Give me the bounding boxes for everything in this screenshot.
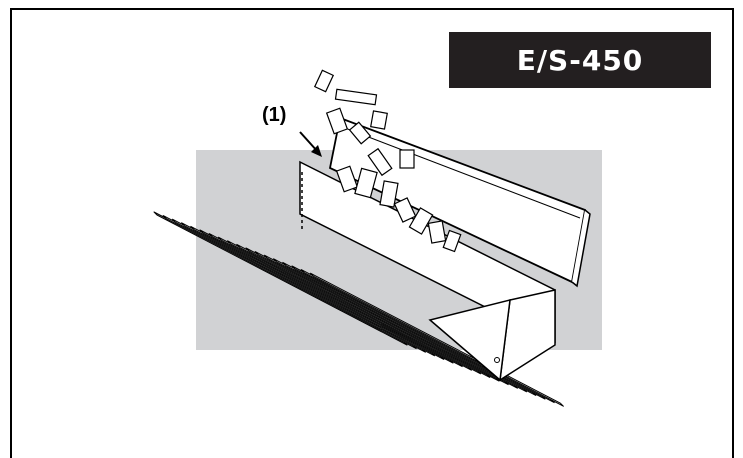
callout-arrowhead-icon — [311, 145, 322, 157]
hopper-underside — [428, 299, 511, 382]
back-wall-edge — [571, 209, 591, 288]
screw-icon — [494, 357, 500, 363]
falling-scraps — [313, 69, 378, 106]
model-badge: E/S-450 — [449, 32, 711, 88]
paper-scraps — [325, 107, 462, 253]
callout-label: (1) — [262, 104, 287, 126]
figure-frame — [10, 8, 734, 458]
back-wall-rim — [344, 127, 581, 219]
